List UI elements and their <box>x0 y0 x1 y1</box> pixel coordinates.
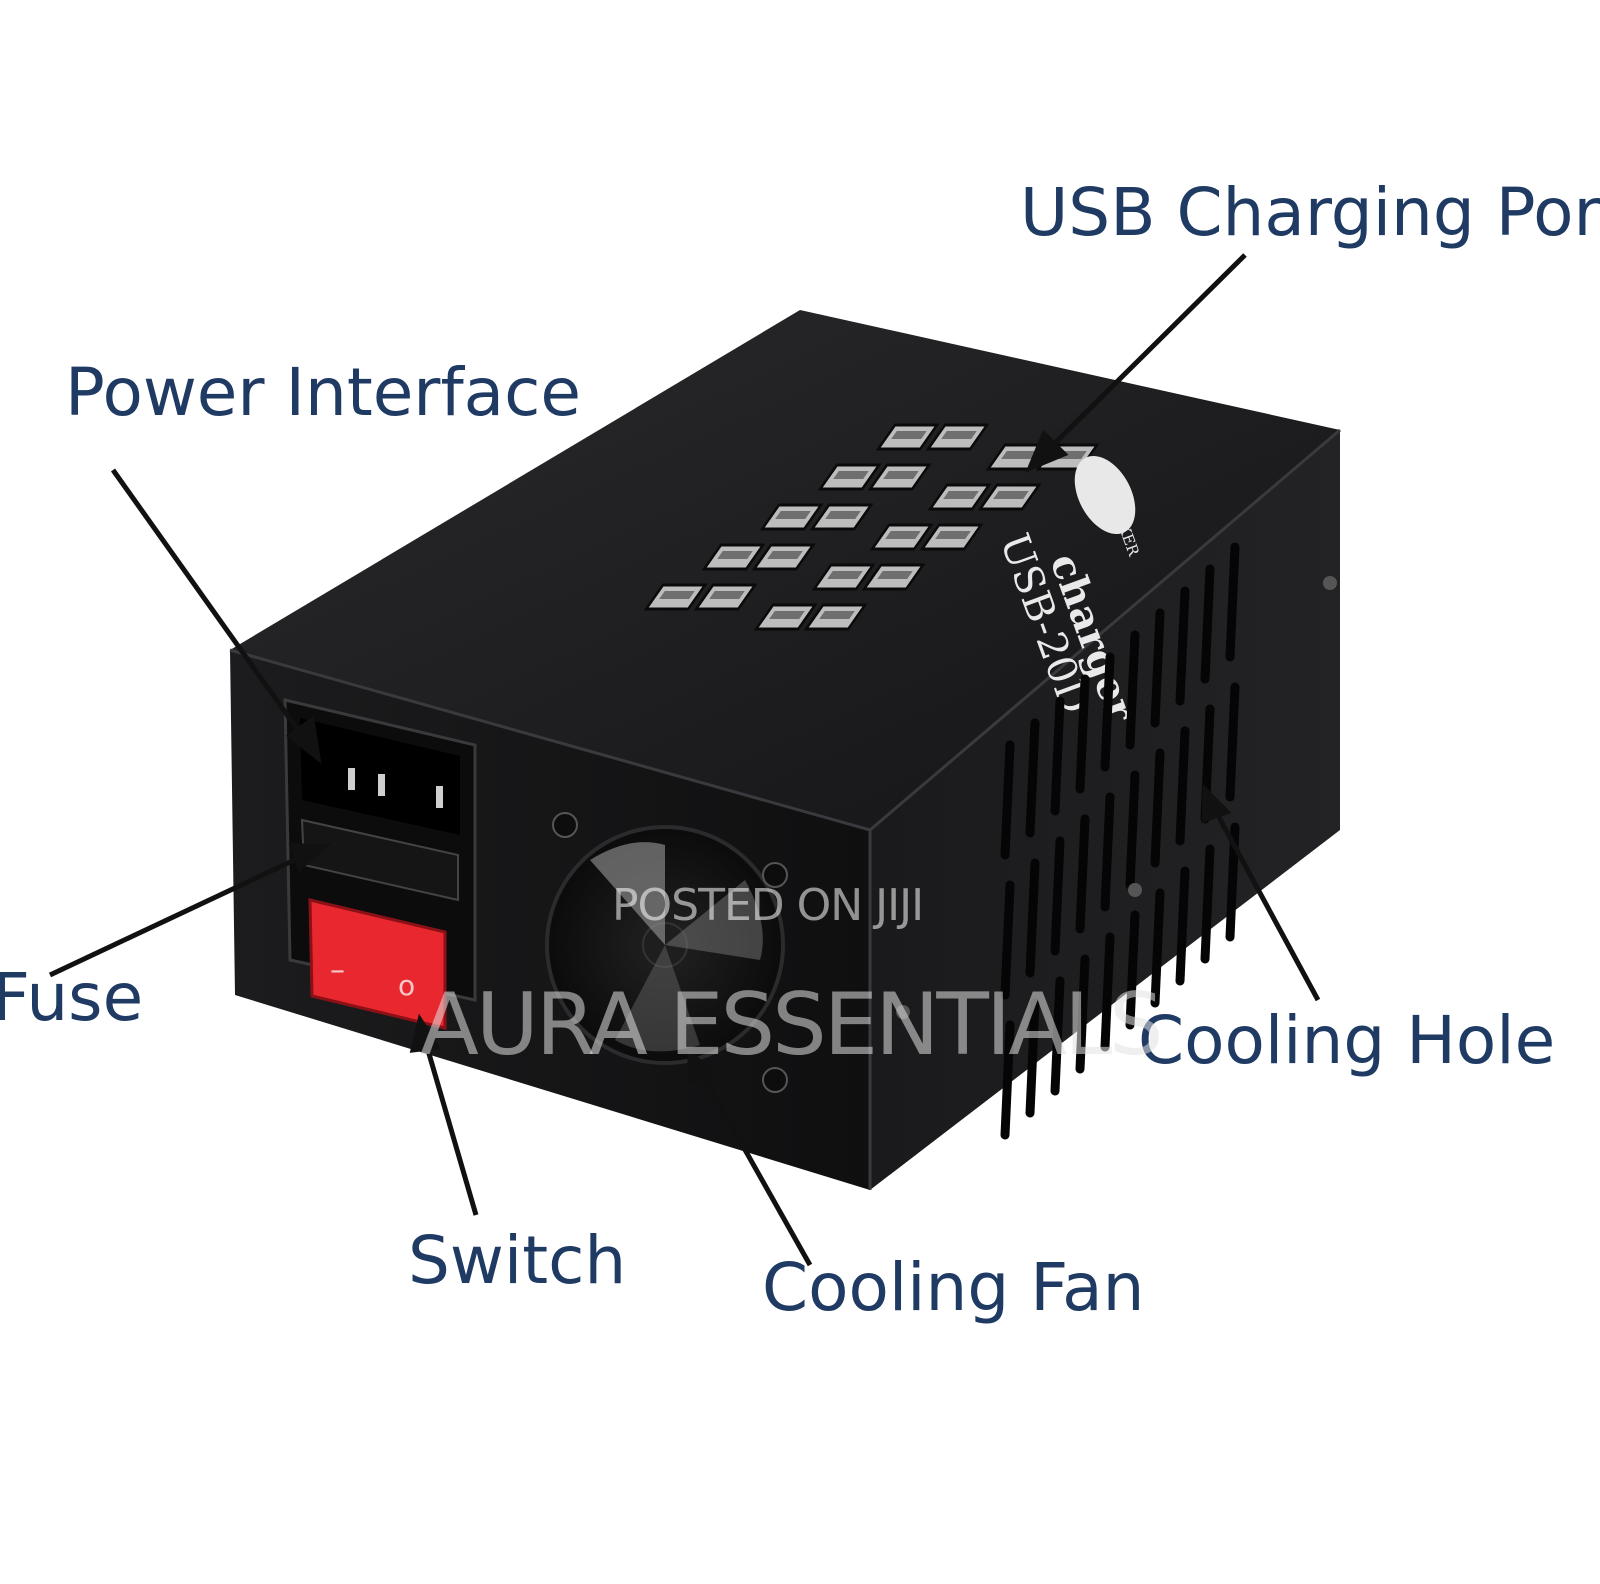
cooling-fan <box>545 812 788 1093</box>
arrowhead-icon <box>288 843 332 873</box>
cooling-hole <box>1125 770 1140 890</box>
usb-port-grid <box>643 423 1100 631</box>
cooling-hole <box>1175 726 1190 846</box>
arrowhead-icon <box>1201 784 1232 824</box>
cooling-hole <box>1000 1020 1015 1140</box>
arrowhead-icon <box>409 1013 442 1053</box>
usb-port <box>875 423 990 451</box>
screw-icon <box>762 1067 788 1093</box>
screw-icon <box>1323 576 1337 590</box>
screw-icon <box>896 1005 910 1019</box>
label-power-interface: Power Interface <box>65 354 582 431</box>
cooling-hole <box>1175 586 1190 706</box>
cooling-hole <box>1025 998 1040 1118</box>
usb-port <box>643 583 758 611</box>
leader-fuse <box>48 852 307 978</box>
screw-icon <box>762 862 788 888</box>
cooling-hole <box>1100 932 1115 1052</box>
label-fuse: Fuse <box>0 959 144 1036</box>
usb-port <box>759 503 874 531</box>
leader-hole <box>1212 808 1321 1002</box>
cooling-hole <box>1150 888 1165 1008</box>
arrowhead-icon <box>285 715 322 764</box>
cooling-hole <box>1025 718 1040 838</box>
cooling-hole <box>1225 682 1240 802</box>
usb-port <box>927 483 1042 511</box>
leader-usb <box>1046 253 1247 452</box>
cooling-hole <box>1150 748 1165 868</box>
cooling-hole <box>1100 792 1115 912</box>
cooling-hole <box>1125 910 1140 1030</box>
cooling-hole <box>1200 844 1215 964</box>
cooling-hole <box>1200 564 1215 684</box>
screw-icon <box>552 812 578 838</box>
power-switch: – o <box>308 898 447 1030</box>
cooling-hole <box>1050 976 1065 1096</box>
cooling-hole <box>1100 652 1115 772</box>
usb-port <box>701 543 816 571</box>
label-cooling-hole: Cooling Hole <box>1138 1002 1556 1079</box>
cooling-hole <box>1050 836 1065 956</box>
cooling-hole <box>1125 630 1140 750</box>
switch-off-symbol: – <box>330 953 345 988</box>
cooling-hole <box>1075 954 1090 1074</box>
leader-switch <box>422 1039 479 1216</box>
label-usb-charging-port: USB Charging Port <box>1020 174 1600 251</box>
switch-on-symbol: o <box>398 969 415 1002</box>
watermark-seller: AURA ESSENTIALS <box>420 975 1164 1075</box>
leader-lines <box>48 253 1321 1267</box>
watermark-posted: POSTED ON JIJI <box>612 880 924 931</box>
usb-port <box>869 523 984 551</box>
arrowhead-icon <box>1025 429 1069 473</box>
cooling-hole <box>1150 608 1165 728</box>
usb-port <box>753 603 868 631</box>
arrowhead-icon <box>687 1045 717 1086</box>
cooling-hole <box>1225 542 1240 662</box>
cooling-hole <box>1075 814 1090 934</box>
cooling-hole <box>1050 696 1065 816</box>
cooling-hole <box>1175 866 1190 986</box>
cooling-hole <box>1075 674 1090 794</box>
cooling-hole <box>1025 858 1040 978</box>
screw-icon <box>1128 883 1142 897</box>
leader-fan <box>697 1068 813 1267</box>
usb-port <box>811 563 926 591</box>
label-switch: Switch <box>408 1222 627 1299</box>
label-cooling-fan: Cooling Fan <box>762 1249 1145 1326</box>
leader-power <box>110 468 308 742</box>
cooling-hole <box>1000 880 1015 1000</box>
usb-port <box>817 463 932 491</box>
cooling-hole <box>1000 740 1015 860</box>
